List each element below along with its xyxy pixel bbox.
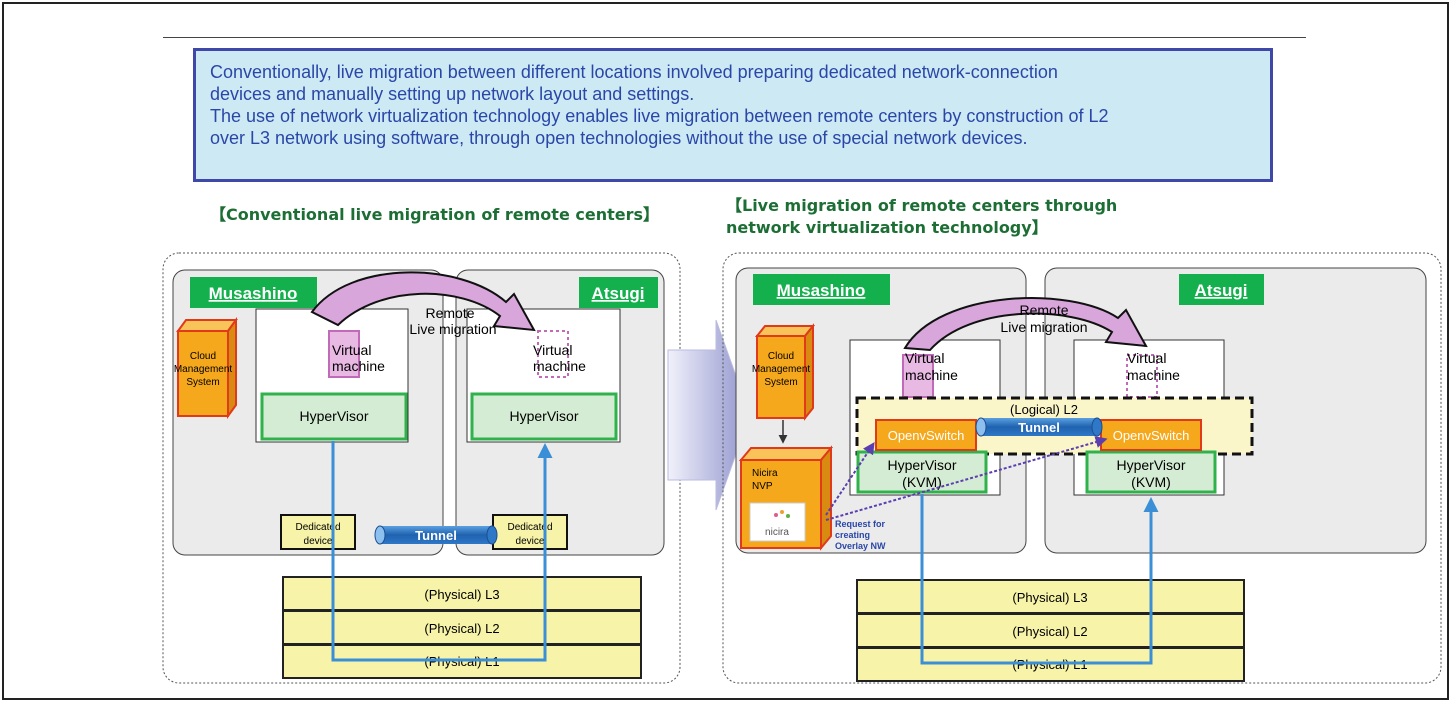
right-vm-target-line-1: Virtual — [1127, 350, 1166, 366]
right-hypervisor-b-kvm: (KVM) — [1131, 474, 1171, 490]
right-site-musashino-tag — [753, 274, 890, 305]
right-hypervisor-a-label: HyperVisor — [888, 457, 957, 473]
left-tunnel: Tunnel — [374, 525, 498, 545]
left-site-atsugi-label: Atsugi — [592, 284, 645, 303]
right-heading-line-2: network virtualization technology】 — [726, 218, 1048, 237]
logical-l2-label: (Logical) L2 — [1010, 402, 1078, 417]
left-heading: 【Conventional live migration of remote c… — [210, 204, 659, 226]
transition-arrow — [667, 319, 751, 511]
nicira-logo-dot-3 — [786, 514, 790, 518]
nicira-label-line-2: NVP — [752, 481, 773, 492]
left-remote-label: Remote — [425, 305, 474, 321]
right-migration-arc — [903, 297, 1148, 352]
left-heading-text: 【Conventional live migration of remote c… — [210, 205, 660, 224]
request-line-1: Request for — [835, 519, 886, 529]
right-hypervisor-b — [1085, 450, 1217, 494]
left-diagram: Musashino Atsugi Cloud Management System… — [162, 252, 681, 684]
left-tunnel-label: Tunnel — [415, 528, 457, 543]
right-site-atsugi-label: Atsugi — [1195, 281, 1248, 300]
left-dedicated-b-line-1: Dedicated — [507, 522, 552, 533]
left-live-migration-label: Live migration — [409, 321, 496, 337]
left-hypervisor-b-label: HyperVisor — [510, 408, 579, 424]
intro-line-2: devices and manually setting up network … — [210, 84, 695, 104]
left-site-musashino-tag — [190, 277, 317, 308]
right-vm-source — [902, 354, 934, 398]
request-line-3: Overlay NW — [835, 541, 886, 551]
ovs-b — [1100, 419, 1202, 451]
right-tunnel: Tunnel — [975, 417, 1103, 437]
right-diagram: Musashino Atsugi Cloud Management System… — [722, 252, 1442, 684]
right-hypervisor-a — [856, 450, 988, 494]
right-cms-cube: Cloud Management System — [752, 323, 816, 421]
ovs-b-label: OpenvSwitch — [1113, 428, 1190, 443]
left-migration-arc — [310, 271, 536, 332]
left-layer-l3-label: (Physical) L3 — [424, 587, 499, 602]
right-site-atsugi-tag — [1179, 274, 1264, 305]
left-dedicated-a-line-1: Dedicated — [295, 522, 340, 533]
left-vm-target-line-1: Virtual — [533, 342, 572, 358]
control-arrow-to-ovs-b — [825, 436, 1108, 521]
left-dedicated-device-b — [492, 514, 568, 550]
nicira-nvp-cube: Nicira NVP nicira — [738, 445, 834, 551]
right-remote-label: Remote — [1019, 302, 1068, 318]
ovs-a-label: OpenvSwitch — [888, 428, 965, 443]
left-vm-source-line-1: Virtual — [332, 342, 371, 358]
intro-line-3: The use of network virtualization techno… — [210, 106, 1109, 126]
right-vm-source-line-1: Virtual — [905, 350, 944, 366]
right-hypervisor-a-kvm: (KVM) — [902, 474, 942, 490]
control-arrow-to-ovs-a — [825, 442, 875, 516]
left-site-musashino-label: Musashino — [209, 284, 298, 303]
right-site-musashino-label: Musashino — [777, 281, 866, 300]
intro-line-4: over L3 network using software, through … — [210, 128, 1028, 148]
request-line-2: creating — [835, 530, 870, 540]
right-vm-source-line-2: machine — [905, 367, 958, 383]
left-cms-line-1: Cloud — [190, 351, 216, 362]
right-layer-l2-label: (Physical) L2 — [1012, 624, 1087, 639]
left-vm-target — [537, 330, 569, 378]
right-heading-line-1: 【Live migration of remote centers throug… — [726, 196, 1118, 215]
right-data-path — [920, 494, 1159, 665]
right-heading: 【Live migration of remote centers throug… — [726, 195, 1117, 239]
right-tunnel-label: Tunnel — [1018, 420, 1060, 435]
left-vm-source — [328, 330, 360, 378]
right-outer-boundary — [722, 252, 1442, 684]
left-cms-cube: Cloud Management System — [174, 316, 238, 420]
left-vm-target-line-2: machine — [533, 358, 586, 374]
left-layer-l2-label: (Physical) L2 — [424, 621, 499, 636]
nicira-logo-dot-1 — [774, 513, 778, 517]
right-cms-line-2: Management — [752, 364, 811, 375]
left-hypervisor-b — [470, 392, 618, 441]
intro-box: Conventionally, live migration between d… — [193, 48, 1273, 182]
left-dedicated-a-line-2: device — [304, 536, 333, 547]
left-data-path — [331, 441, 553, 662]
left-vm-source-line-2: machine — [332, 358, 385, 374]
right-live-migration-label: Live migration — [1000, 319, 1087, 335]
right-cms-line-1: Cloud — [768, 351, 794, 362]
top-rule — [163, 37, 1306, 38]
ovs-a — [875, 419, 977, 451]
nicira-label-line-1: Nicira — [752, 468, 778, 479]
right-hypervisor-b-label: HyperVisor — [1117, 457, 1186, 473]
right-cms-line-3: System — [764, 377, 797, 388]
intro-line-1: Conventionally, live migration between d… — [210, 62, 1058, 82]
left-layer-l2 — [282, 610, 642, 645]
left-cms-line-2: Management — [174, 364, 233, 375]
right-layer-l3-label: (Physical) L3 — [1012, 590, 1087, 605]
left-dedicated-b-line-2: device — [516, 536, 545, 547]
left-hypervisor-a-label: HyperVisor — [300, 408, 369, 424]
left-cms-line-3: System — [186, 377, 219, 388]
left-site-atsugi-tag — [579, 277, 658, 308]
nicira-logo-dot-2 — [780, 510, 784, 514]
left-dedicated-device-a — [280, 514, 356, 550]
nicira-logo-text: nicira — [765, 527, 789, 538]
left-hypervisor-a — [260, 392, 408, 441]
nicira-logo-box — [749, 502, 806, 542]
right-vm-target-line-2: machine — [1127, 367, 1180, 383]
